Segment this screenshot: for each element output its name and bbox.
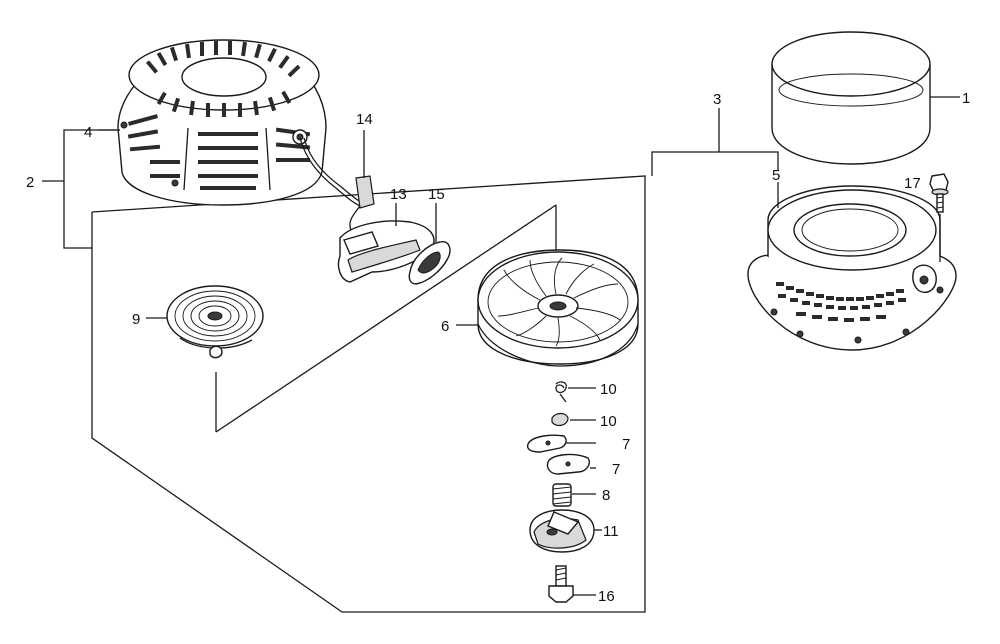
callout-3: 3 xyxy=(713,91,721,108)
callout-11: 11 xyxy=(603,523,619,540)
callout-9: 9 xyxy=(132,311,140,328)
friction-plate xyxy=(529,509,602,553)
ratchet-2 xyxy=(546,453,596,475)
callout-17: 17 xyxy=(904,175,921,192)
recoil-spring xyxy=(146,285,264,359)
callout-2: 2 xyxy=(26,174,34,191)
callout-15: 15 xyxy=(428,186,445,203)
ratchet-1 xyxy=(526,434,596,453)
assembly-outline xyxy=(91,175,646,613)
bracket-2 xyxy=(42,129,120,249)
pawl-spring-1 xyxy=(555,381,596,403)
callout-5: 5 xyxy=(772,167,780,184)
setting-bolt xyxy=(548,565,596,603)
callout-1: 1 xyxy=(962,90,970,107)
starter-rope xyxy=(299,130,375,233)
flange-bolt xyxy=(929,173,949,262)
callout-4: 4 xyxy=(84,124,92,141)
bracket-3 xyxy=(651,108,779,176)
starter-reel xyxy=(456,249,639,367)
callout-10b: 10 xyxy=(600,413,617,430)
pawl-spring-2 xyxy=(551,412,596,427)
callout-10a: 10 xyxy=(600,381,617,398)
callout-7a: 7 xyxy=(622,436,630,453)
shroud-ring xyxy=(771,31,960,165)
friction-spring xyxy=(552,483,596,507)
callout-16: 16 xyxy=(598,588,615,605)
callout-8: 8 xyxy=(602,487,610,504)
callout-6: 6 xyxy=(441,318,449,335)
starter-housing-right xyxy=(747,182,957,351)
starter-housing-left xyxy=(117,39,327,206)
callout-13: 13 xyxy=(390,186,407,203)
callout-7b: 7 xyxy=(612,461,620,478)
callout-labels: 1 2 3 4 5 6 7 7 8 9 10 10 11 13 14 15 16… xyxy=(26,90,970,605)
grip-seal xyxy=(408,203,451,285)
callout-14: 14 xyxy=(356,111,373,128)
